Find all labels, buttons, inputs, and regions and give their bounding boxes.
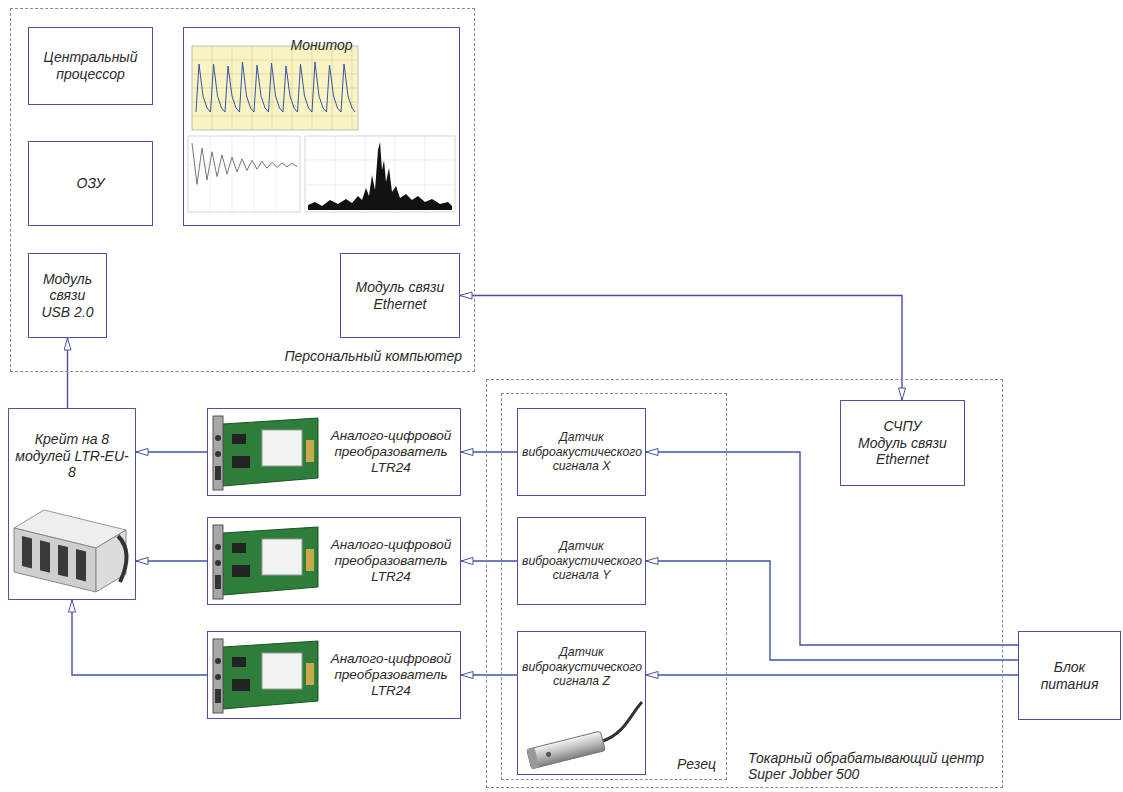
block-label: Датчик виброакустического сигнала X	[522, 430, 641, 473]
block-box: ОЗУ	[28, 141, 153, 226]
block-box: Датчик виброакустического сигнала Y	[517, 517, 646, 605]
group-frame: Резец Датчик виброакустического сигнала X…	[501, 393, 727, 780]
sensor-hole	[546, 751, 552, 757]
spectrum-chart	[305, 136, 455, 212]
block-label: Центральный процессор	[34, 49, 147, 82]
connector-arrow	[72, 600, 207, 675]
adc-board	[213, 525, 318, 599]
group-frame: Персональный компьютер Центральный процес…	[10, 8, 475, 372]
block-label: Монитор	[190, 37, 453, 54]
block-label: Модуль связи USB 2.0	[34, 271, 101, 321]
sensor-illustration	[527, 702, 642, 769]
crate-handle	[118, 536, 127, 582]
block-box: СЧПУМодуль связи Ethernet	[840, 400, 965, 486]
chart-area	[188, 136, 300, 212]
crate-slot	[58, 545, 68, 577]
block-label: Аналого-цифровой преобразователь LTR24	[326, 428, 456, 476]
connector-arrow	[461, 560, 517, 561]
text-area: Аналого-цифровой преобразователь LTR24	[326, 522, 456, 600]
connector-arrow	[646, 452, 1018, 645]
connector-arrow	[136, 560, 207, 561]
adc-board	[213, 416, 318, 490]
adc-board	[213, 639, 318, 713]
text-area: Крейт на 8 модулей LTR-EU-8	[13, 415, 131, 497]
text-area: Монитор	[190, 33, 453, 57]
block-box: Крейт на 8 модулей LTR-EU-8	[8, 408, 136, 600]
connector-arrow	[460, 296, 902, 401]
group-frame: Токарный обрабатывающий центр Super Jobb…	[486, 379, 1003, 788]
text-area: Модуль связи USB 2.0	[34, 259, 101, 332]
block-box: Центральный процессор	[28, 27, 153, 105]
block-label: ОЗУ	[34, 175, 147, 192]
text-area: Аналого-цифровой преобразователь LTR24	[326, 636, 456, 714]
text-area: ОЗУ	[34, 147, 147, 220]
block-label: Блок питания	[1024, 659, 1115, 692]
text-area: Персональный компьютер	[242, 343, 462, 365]
chart-area	[192, 46, 358, 130]
block-box: Аналого-цифровой преобразователь LTR24	[207, 517, 461, 605]
chart-grid	[188, 136, 300, 212]
block-box: Блок питания	[1018, 631, 1121, 720]
crate-side	[96, 530, 126, 592]
connector-arrow	[461, 451, 517, 452]
block-box: Модуль связи Ethernet	[340, 253, 460, 338]
block-box: Модуль связи USB 2.0	[28, 253, 107, 338]
crate-illustration	[14, 510, 127, 592]
text-area: Модуль связи Ethernet	[346, 259, 454, 332]
block-label: Модуль связи Ethernet	[346, 279, 454, 312]
sensor-housing	[527, 731, 606, 769]
text-area: Блок питания	[1024, 637, 1115, 714]
block-box: Аналого-цифровой преобразователь LTR24	[207, 631, 461, 719]
text-area: Датчик виброакустического сигнала X	[522, 413, 641, 491]
block-box: Датчик виброакустического сигнала Z	[517, 631, 646, 775]
crate-slot	[76, 549, 86, 581]
block-box: Датчик виброакустического сигнала X	[517, 408, 646, 496]
sensor-body	[527, 731, 606, 769]
block-label: Датчик виброакустического сигнала Z	[522, 645, 641, 688]
block-label: Модуль связи Ethernet	[846, 435, 959, 468]
crate-front	[14, 528, 96, 592]
text-area: Датчик виброакустического сигнала Y	[522, 522, 641, 600]
group-label: Персональный компьютер	[242, 348, 462, 365]
decay-chart	[188, 136, 300, 212]
block-label: Крейт на 8 модулей LTR-EU-8	[13, 431, 131, 481]
text-area: Аналого-цифровой преобразователь LTR24	[326, 413, 456, 491]
block-label: Аналого-цифровой преобразователь LTR24	[326, 651, 456, 699]
spectrum-fill	[308, 142, 452, 210]
block-label: СЧПУ	[846, 418, 959, 435]
block-box: Монитор	[183, 27, 460, 226]
connector-arrow	[136, 451, 207, 452]
text-area: Центральный процессор	[34, 33, 147, 99]
connector-arrow	[461, 674, 517, 675]
sensor-cable	[603, 702, 642, 741]
block-box: Аналого-цифровой преобразователь LTR24	[207, 408, 461, 496]
connector-arrow	[646, 674, 1018, 675]
group-label: Токарный обрабатывающий центр Super Jobb…	[748, 750, 986, 783]
group-label: Резец	[656, 756, 716, 773]
text-area: Токарный обрабатывающий центр Super Jobb…	[748, 743, 986, 783]
signal-line	[196, 62, 355, 112]
chart-grid	[192, 46, 358, 130]
text-area: Датчик виброакустического сигнала Z	[522, 636, 641, 698]
chart-area	[305, 136, 455, 212]
signal-chart	[192, 46, 358, 130]
block-label: Аналого-цифровой преобразователь LTR24	[326, 537, 456, 585]
text-area: Резец	[656, 753, 716, 773]
decay-line	[192, 143, 297, 184]
crate-slot	[40, 540, 50, 572]
sensor-cap	[527, 748, 540, 769]
chart-grid	[305, 136, 455, 212]
connector-arrow	[646, 561, 1018, 660]
connector-arrow	[67, 338, 68, 408]
block-label: Датчик виброакустического сигнала Y	[522, 539, 641, 582]
crate-slot	[22, 536, 32, 568]
text-area: СЧПУМодуль связи Ethernet	[846, 406, 959, 480]
